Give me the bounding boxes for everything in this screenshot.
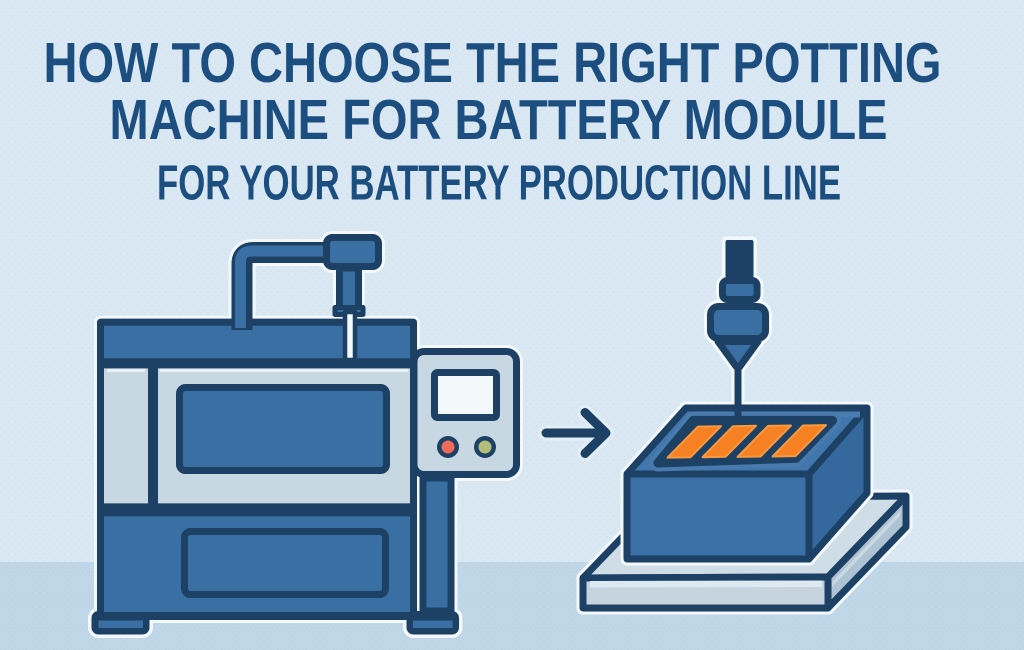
- svg-text:FOR YOUR BATTERY PRODUCTION LI: FOR YOUR BATTERY PRODUCTION LINE: [157, 156, 841, 210]
- svg-text:HOW TO CHOOSE THE RIGHT POTTIN: HOW TO CHOOSE THE RIGHT POTTING: [44, 32, 942, 95]
- svg-text:MACHINE FOR BATTERY MODULE: MACHINE FOR BATTERY MODULE: [110, 89, 888, 152]
